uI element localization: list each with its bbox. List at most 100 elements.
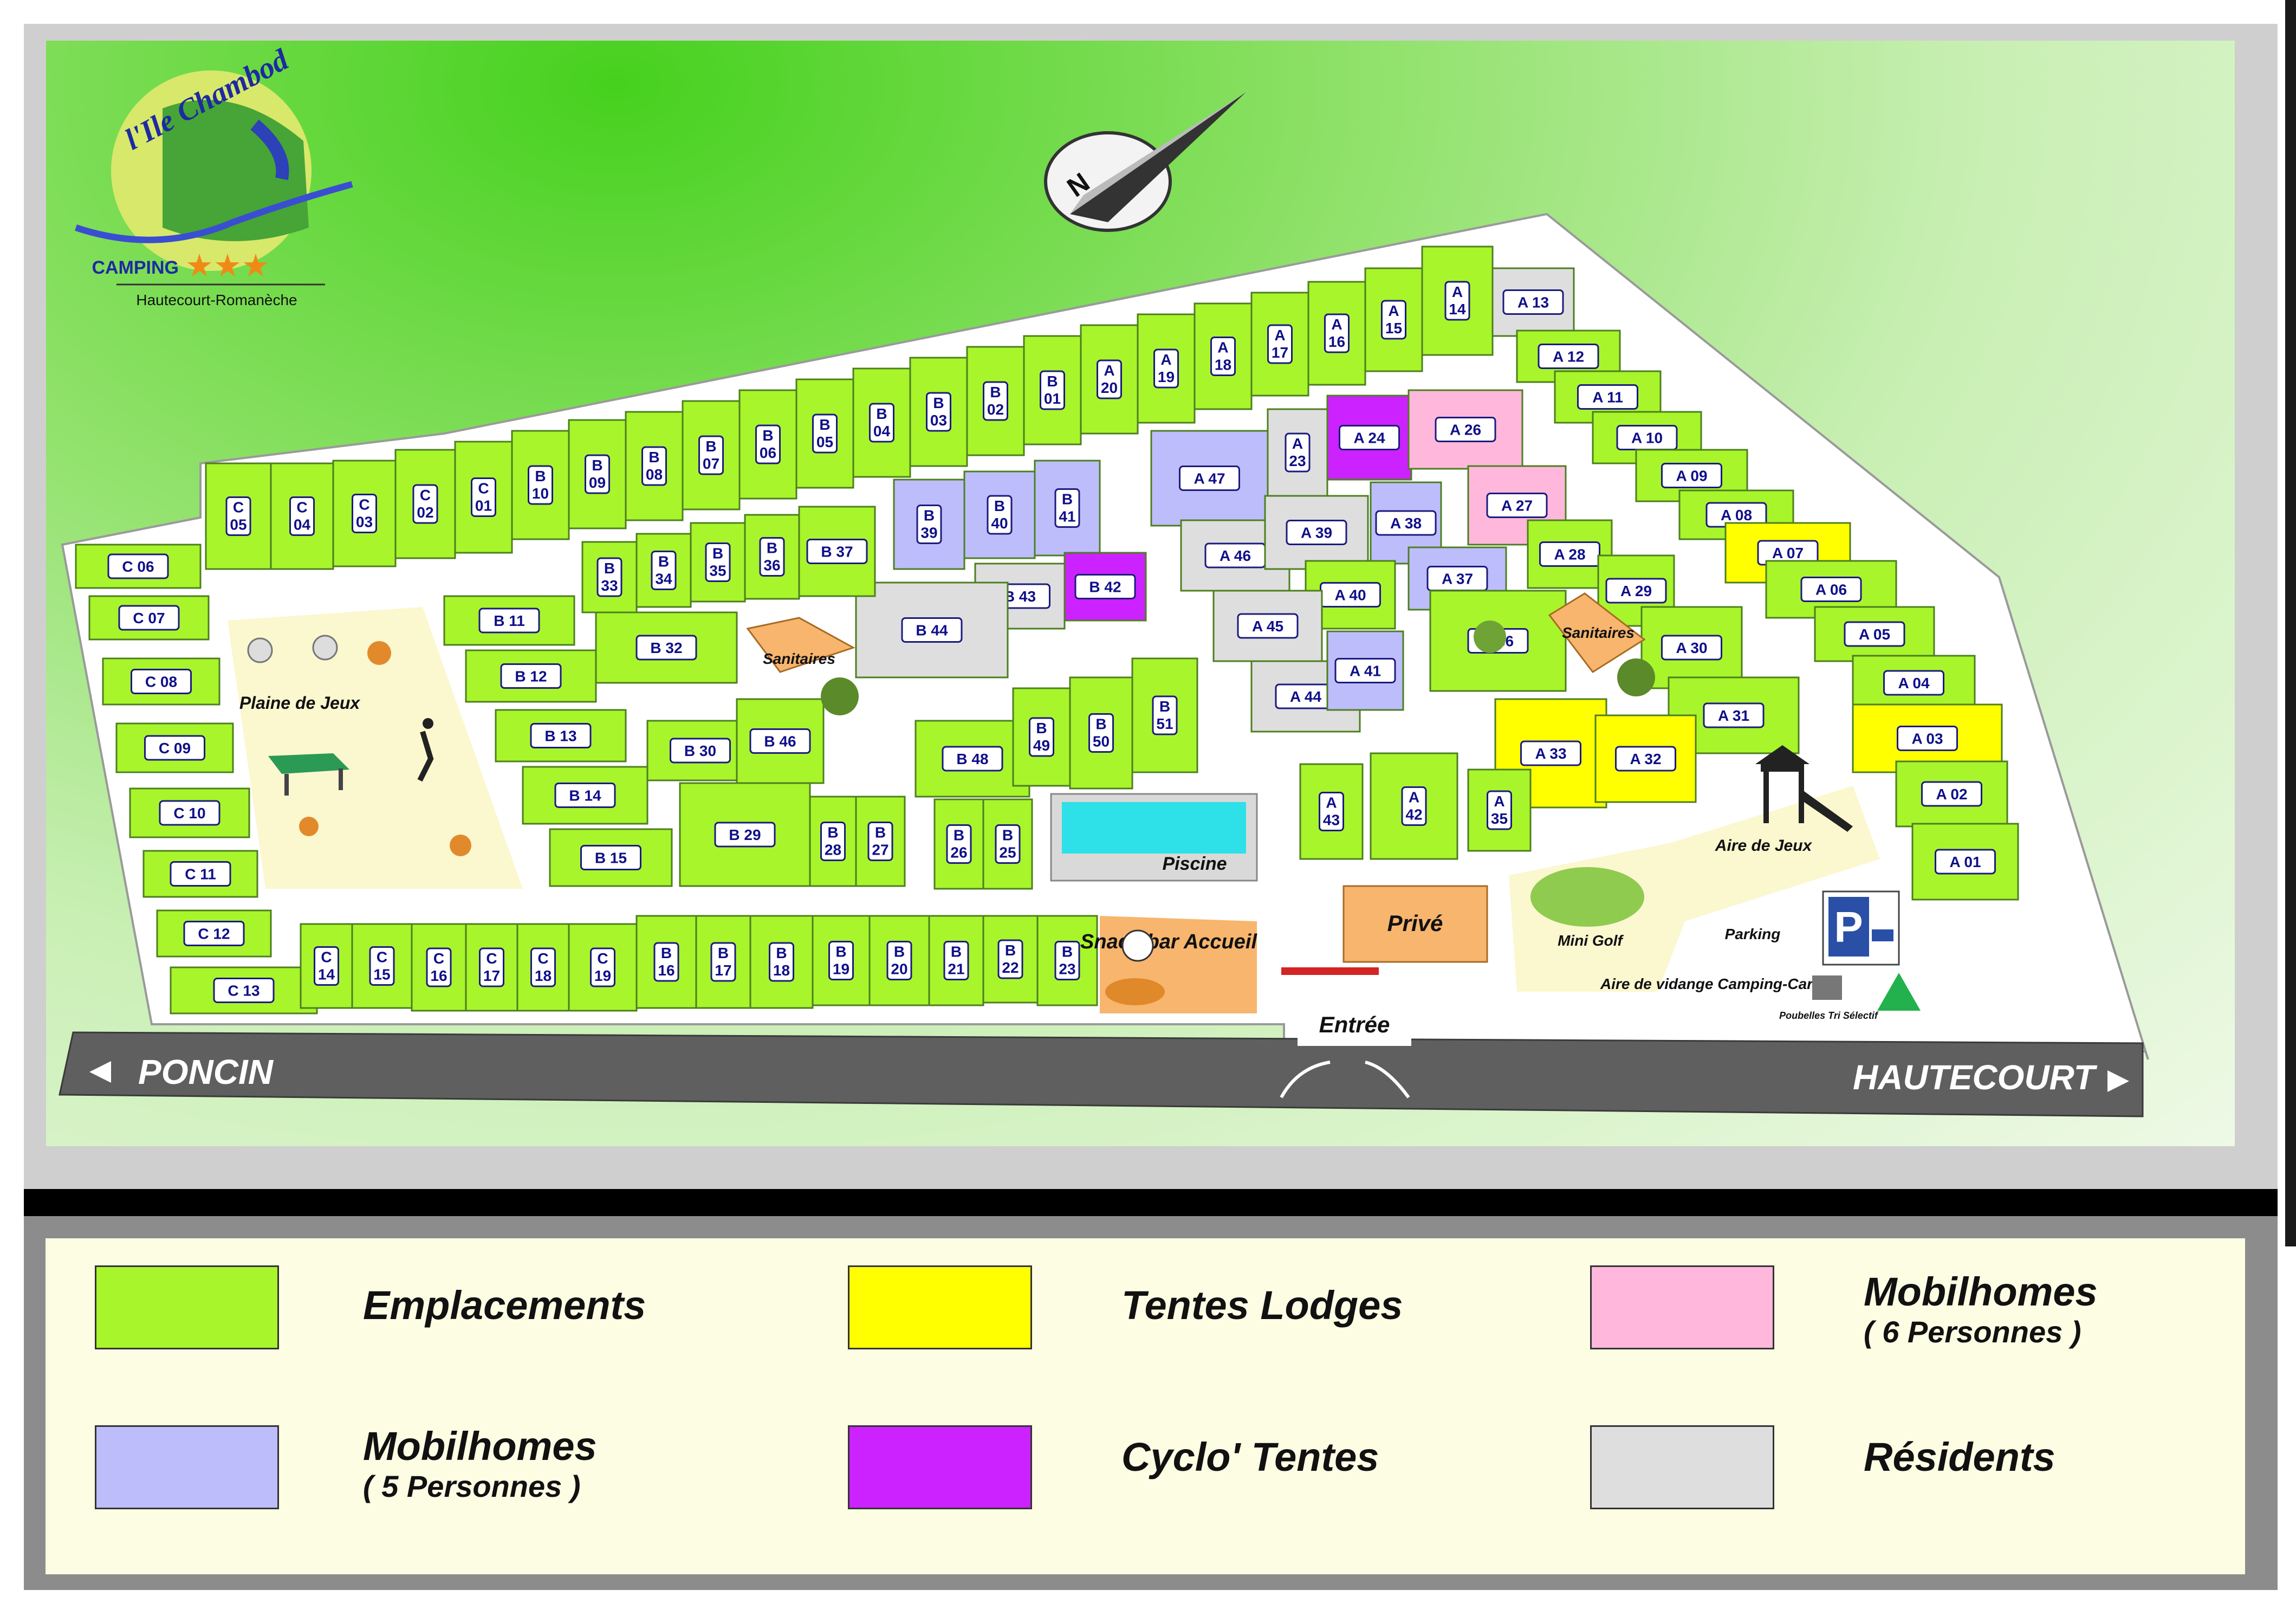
lot-b44[interactable]: B 44: [855, 581, 1009, 678]
lot-area[interactable]: [1267, 408, 1328, 497]
lot-a38[interactable]: A 38: [1370, 481, 1442, 565]
lot-b32[interactable]: B 32: [595, 611, 738, 684]
lot-c09[interactable]: C 09: [115, 722, 234, 773]
lot-area[interactable]: [1131, 657, 1198, 773]
lot-c07[interactable]: C 07: [88, 595, 210, 641]
lot-label-box: [926, 392, 951, 432]
lot-a26[interactable]: A 26: [1408, 389, 1523, 470]
lot-a47[interactable]: A 47: [1150, 430, 1269, 527]
lot-b14[interactable]: B 14: [522, 766, 648, 825]
lot-a05[interactable]: A 05: [1814, 606, 1935, 662]
lot-c10[interactable]: C 10: [129, 787, 250, 838]
lot-c06[interactable]: C 06: [75, 544, 202, 589]
lot-c12[interactable]: C 12: [156, 909, 272, 958]
lot-area[interactable]: [795, 378, 854, 489]
lot-b46[interactable]: B 46: [736, 698, 825, 784]
lot-b42[interactable]: B 42: [1063, 552, 1147, 622]
lot-a12[interactable]: A 12: [1516, 329, 1621, 383]
lot-b48[interactable]: B 48: [914, 720, 1030, 798]
lot-area[interactable]: [868, 915, 930, 1006]
lot-a24[interactable]: A 24: [1326, 395, 1412, 481]
lot-b13[interactable]: B 13: [495, 709, 627, 762]
lot-a39[interactable]: A 39: [1264, 495, 1369, 570]
lot-b15[interactable]: B 15: [549, 828, 673, 887]
lot-c08[interactable]: C 08: [102, 657, 220, 706]
lot-b29[interactable]: B 29: [679, 782, 811, 887]
lot-a30[interactable]: A 30: [1640, 606, 1743, 689]
lot-b12[interactable]: B 12: [465, 649, 597, 703]
lot-a10[interactable]: A 10: [1592, 411, 1702, 464]
lot-a41[interactable]: A 41: [1326, 630, 1404, 711]
lot-b30[interactable]: B 30: [646, 720, 754, 781]
lot-area[interactable]: [205, 462, 272, 570]
lot-a02[interactable]: A 02: [1895, 760, 2008, 828]
lot-a32[interactable]: A 32: [1594, 714, 1697, 803]
lot-a04[interactable]: A 04: [1852, 655, 1976, 711]
lot-a13[interactable]: A 13: [1491, 267, 1575, 337]
lot-area[interactable]: [581, 541, 638, 613]
lot-b37[interactable]: B 37: [798, 506, 876, 597]
lot-c11[interactable]: C 11: [142, 850, 258, 898]
lot-a01[interactable]: A 01: [1911, 823, 2019, 901]
lot-b11[interactable]: B 11: [443, 595, 575, 646]
lot-a45[interactable]: A 45: [1212, 590, 1323, 662]
lot-c13[interactable]: C 13: [170, 966, 318, 1014]
lot-area[interactable]: [549, 828, 673, 887]
